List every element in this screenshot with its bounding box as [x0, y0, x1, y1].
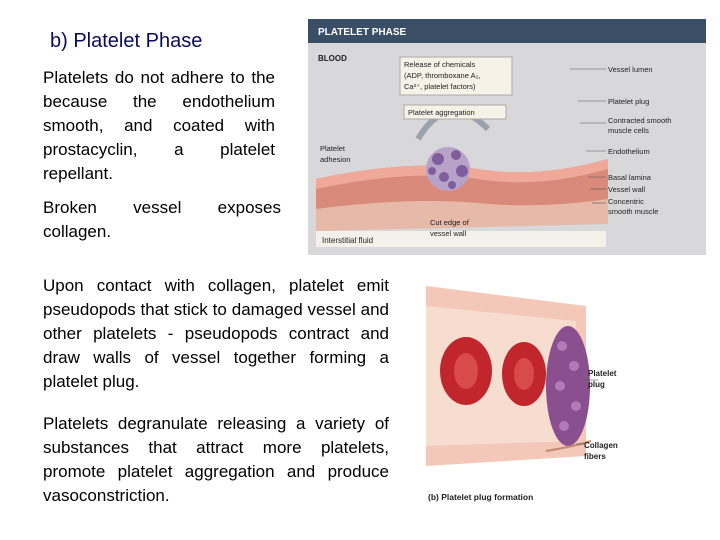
collagen-fibers — [545, 440, 592, 452]
collagen-label-line-1: Collagen — [584, 441, 618, 450]
paragraph-pseudopods: Upon contact with collagen, platelet emi… — [43, 276, 389, 391]
red-blood-cells — [440, 337, 546, 406]
cut-edge-line-2: vessel wall — [430, 229, 467, 238]
label-concentric: Concentric — [608, 197, 644, 206]
label-muscle-cells: muscle cells — [608, 126, 649, 135]
plug-label-line-2: plug — [588, 380, 605, 389]
paragraph-collagen: Broken vessel exposes collagen. — [43, 198, 281, 241]
platelet-plug-cluster — [426, 147, 470, 191]
label-smooth-muscle: smooth muscle — [608, 207, 658, 216]
label-endothelium: Endothelium — [608, 147, 650, 156]
slide-title: b) Platelet Phase — [50, 30, 203, 52]
figure2-caption: (b) Platelet plug formation — [428, 492, 533, 502]
release-line-1: Release of chemicals — [404, 60, 476, 69]
aggregation-label: Platelet aggregation — [408, 108, 475, 117]
cut-edge-line-1: Cut edge of — [430, 218, 470, 227]
adhesion-line-1: Platelet — [320, 144, 346, 153]
interstitial-band — [316, 231, 606, 247]
figure-header-bar — [308, 19, 706, 43]
figure-header: PLATELET PHASE — [318, 27, 406, 38]
platelet-plug-mass — [546, 326, 590, 446]
interstitial-fluid-label: Interstitial fluid — [322, 236, 373, 245]
adhesion-line-2: adhesion — [320, 155, 350, 164]
platelet-phase-illustration: PLATELET PHASE BLOOD Interstitial fluid … — [308, 19, 706, 255]
paragraph-endothelium: Platelets do not adhere to the because t… — [43, 68, 275, 183]
aggregation-callout-box — [403, 104, 507, 120]
blood-label: BLOOD — [318, 54, 347, 63]
release-line-2: (ADP, thromboxane A₂, — [404, 71, 481, 80]
platelet-plug-illustration: Platelet plug Collagen fibers (b) Platel… — [426, 276, 632, 508]
label-vessel-wall: Vessel wall — [608, 185, 645, 194]
label-platelet-plug: Platelet plug — [608, 97, 649, 106]
plug-label-line-1: Platelet — [588, 369, 617, 378]
label-basal-lamina: Basal lamina — [608, 173, 652, 182]
collagen-label-line-2: fibers — [584, 452, 606, 461]
smooth-muscle-layer — [316, 199, 608, 231]
label-vessel-lumen: Vessel lumen — [608, 65, 653, 74]
leader-lines — [570, 68, 606, 204]
release-callout-box — [399, 56, 513, 96]
release-line-3: Ca²⁺, platelet factors) — [404, 82, 476, 91]
paragraph-degranulate: Platelets degranulate releasing a variet… — [43, 414, 389, 505]
label-contracted-smooth: Contracted smooth — [608, 116, 671, 125]
